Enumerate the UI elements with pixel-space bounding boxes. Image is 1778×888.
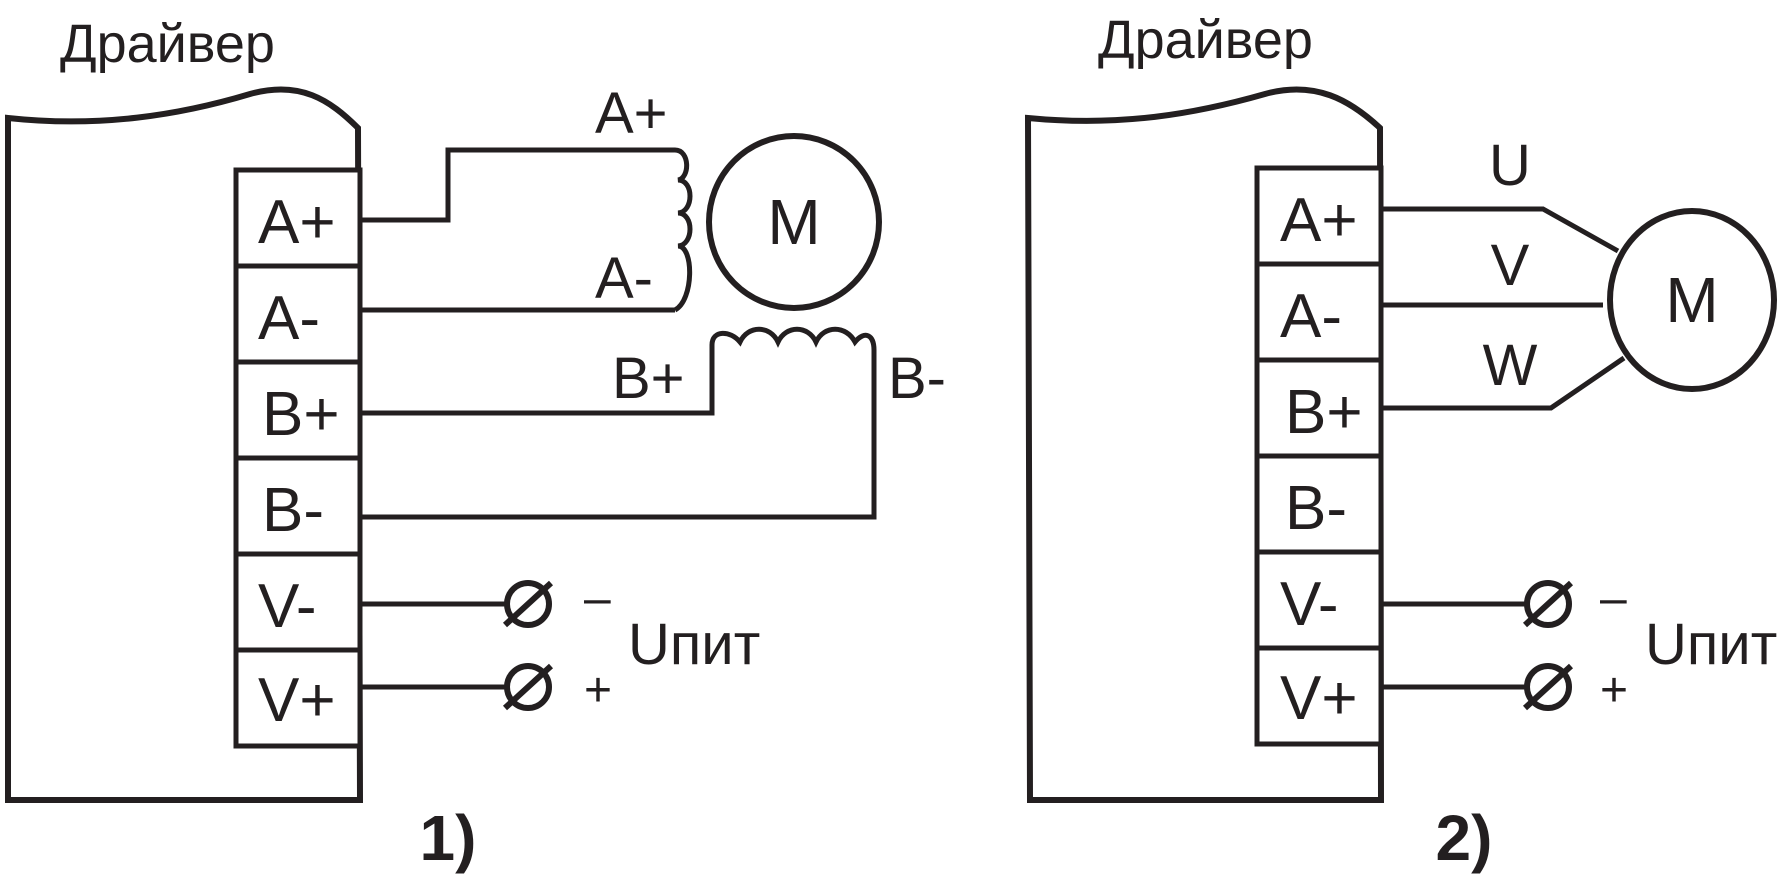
driver-title-2: Драйвер	[1098, 10, 1313, 70]
diagram-2: Драйвер A+ A- B+ B- V- V+ U V W M	[1024, 10, 1777, 874]
terminal-label-b-plus: B+	[262, 380, 340, 449]
diagram-number-1: 1)	[420, 802, 477, 874]
wire-label-u: U	[1489, 133, 1531, 198]
terminal-cell	[233, 263, 363, 365]
terminal-block-2: A+ A- B+ B- V- V+	[1254, 165, 1384, 747]
terminal-label-a-minus: A-	[1280, 282, 1342, 351]
wire-label-a-minus: A-	[595, 246, 653, 311]
driver-body-1	[5, 86, 364, 803]
terminal-label-a-minus: A-	[258, 284, 320, 353]
coil-b-icon	[709, 326, 877, 351]
terminal-label-b-plus: B+	[1285, 378, 1363, 447]
terminal-label-v-plus: V+	[1280, 664, 1358, 733]
wire-a-plus	[360, 147, 675, 223]
terminal-screw-icon	[1524, 580, 1572, 628]
wire-label-a-plus: A+	[595, 81, 668, 146]
coil-a-icon	[673, 147, 693, 313]
terminal-screw-slash	[502, 663, 554, 711]
terminal-cell	[1254, 165, 1384, 267]
terminal-label-v-minus: V-	[258, 572, 317, 641]
driver-title-1: Драйвер	[60, 14, 275, 74]
terminal-screw-icon	[504, 580, 552, 628]
terminal-screw-slash	[1522, 663, 1574, 711]
wire-label-b-plus: B+	[612, 346, 685, 411]
terminal-label-a-plus: A+	[1280, 186, 1358, 255]
motor-label-1: M	[767, 186, 820, 258]
terminal-label-a-plus: A+	[258, 188, 336, 257]
terminal-cell	[1254, 357, 1384, 459]
terminal-screw-slash	[1522, 580, 1574, 628]
plus-sign-1: +	[584, 664, 612, 717]
terminal-cell	[1254, 645, 1384, 747]
motor-label-2: M	[1665, 264, 1718, 336]
terminal-label-b-minus: B-	[262, 476, 324, 545]
terminal-cell	[233, 647, 363, 749]
wire-b-minus	[360, 350, 877, 520]
wire-w	[1381, 355, 1626, 411]
driver-body-2	[1024, 86, 1385, 803]
wire-label-w: W	[1483, 333, 1538, 398]
diagram-number-2: 2)	[1436, 802, 1493, 874]
terminal-label-v-minus: V-	[1280, 570, 1339, 639]
terminal-cell	[1254, 261, 1384, 363]
supply-label-1: Uпит	[628, 612, 760, 677]
plus-sign-2: +	[1600, 664, 1628, 717]
terminal-block-1: A+ A- B+ B- V- V+	[233, 167, 363, 749]
terminal-screw-icon	[1524, 663, 1572, 711]
minus-sign-1: –	[584, 572, 611, 625]
wire-b-plus	[360, 345, 715, 416]
wire-label-b-minus: B-	[888, 346, 946, 411]
terminal-label-b-minus: B-	[1285, 474, 1347, 543]
terminal-screw-slash	[502, 580, 554, 628]
minus-sign-2: –	[1600, 572, 1627, 625]
motor-circle-icon	[706, 133, 882, 311]
wire-u	[1381, 206, 1620, 254]
motor-circle-icon	[1607, 208, 1777, 392]
diagram-1: Драйвер A+ A- B+ B- V- V+ A+ A- M	[5, 14, 946, 874]
terminal-label-v-plus: V+	[258, 666, 336, 735]
supply-label-2: Uпит	[1645, 612, 1777, 677]
terminal-screw-icon	[504, 663, 552, 711]
wire-label-v: V	[1491, 233, 1530, 298]
